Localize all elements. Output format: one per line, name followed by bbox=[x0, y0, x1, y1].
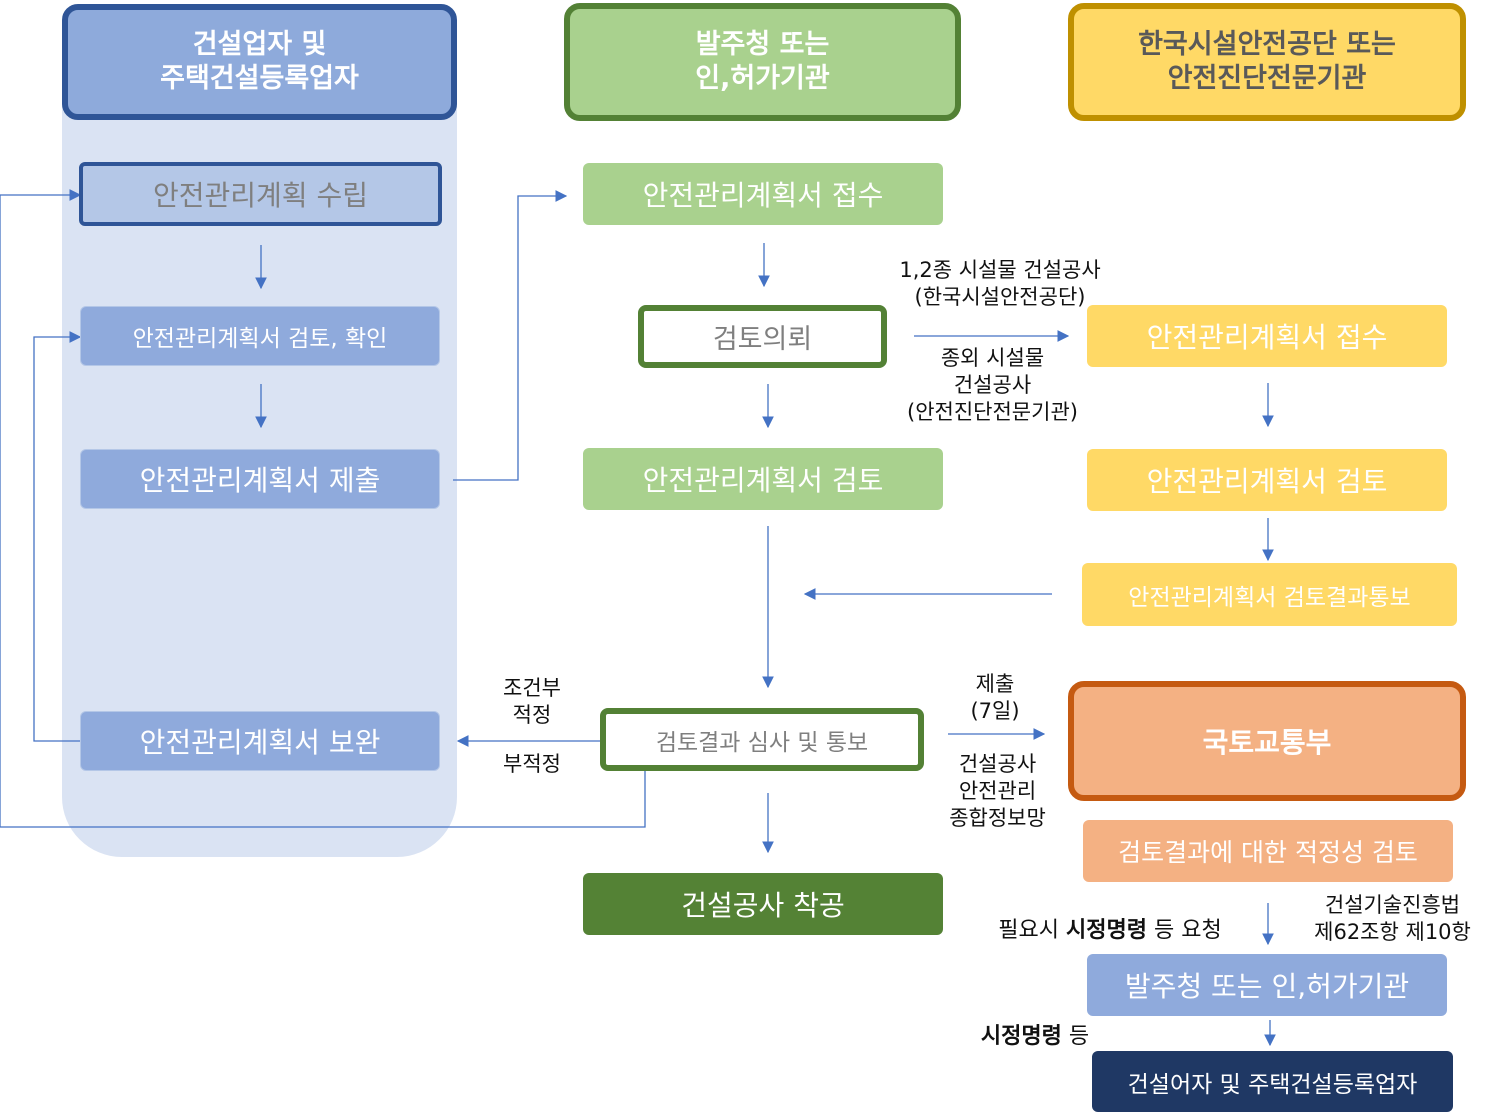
request-review-box: 검토의뢰 bbox=[638, 305, 887, 368]
header-agency-line2: 안전진단전문기관 bbox=[1167, 63, 1367, 94]
label-correction-order: 시정명령 등 bbox=[960, 1023, 1110, 1050]
construction-start-text: 건설공사 착공 bbox=[681, 889, 845, 922]
plan-text: 안전관리계획 수립 bbox=[153, 179, 368, 212]
order-client-text: 발주청 또는 인,허가기관 bbox=[1124, 970, 1410, 1003]
label-other-line2: 건설공사 bbox=[953, 373, 1032, 397]
construction-start-box: 건설공사 착공 bbox=[583, 873, 943, 935]
adequacy-review-text: 검토결과에 대한 적정성 검토 bbox=[1118, 838, 1418, 867]
label-conditional: 조건부 적정 bbox=[472, 675, 592, 729]
header-client-line2: 인,허가기관 bbox=[695, 63, 830, 94]
review-confirm-box: 안전관리계획서 검토, 확인 bbox=[80, 306, 440, 366]
label-law-line1: 건설기술진흥법 bbox=[1324, 893, 1461, 917]
adequacy-review-box: 검토결과에 대한 적정성 검토 bbox=[1083, 820, 1453, 882]
header-contractor: 건설업자 및 주택건설등록업자 bbox=[62, 4, 457, 120]
label-unsuitable: 부적정 bbox=[472, 751, 592, 778]
agency-result-text: 안전관리계획서 검토결과통보 bbox=[1128, 584, 1411, 611]
header-client-line1: 발주청 또는 bbox=[695, 29, 830, 60]
agency-receive-text: 안전관리계획서 접수 bbox=[1146, 321, 1388, 354]
client-receive-text: 안전관리계획서 접수 bbox=[642, 179, 884, 212]
label-law-line2: 제62조항 제10항 bbox=[1314, 920, 1471, 944]
agency-result-box: 안전관리계획서 검토결과통보 bbox=[1082, 563, 1457, 626]
review-confirm-text: 안전관리계획서 검토, 확인 bbox=[132, 326, 388, 352]
order-contractor-text: 건설어자 및 주택건설등록업자 bbox=[1127, 1071, 1418, 1098]
label-submit-line2: (7일) bbox=[970, 699, 1020, 723]
request-review-text: 검토의뢰 bbox=[712, 324, 813, 355]
client-review-box: 안전관리계획서 검토 bbox=[583, 448, 943, 510]
client-review-text: 안전관리계획서 검토 bbox=[642, 464, 884, 497]
supplement-text: 안전관리계획서 보완 bbox=[139, 726, 381, 759]
label-order-bold: 시정명령 bbox=[980, 1024, 1062, 1049]
label-conditional-line1: 조건부 bbox=[503, 676, 561, 700]
label-request-suffix: 등 요청 bbox=[1146, 918, 1222, 943]
agency-review-text: 안전관리계획서 검토 bbox=[1146, 465, 1388, 498]
submit-box: 안전관리계획서 제출 bbox=[80, 449, 440, 509]
label-conditional-line2: 적정 bbox=[512, 703, 552, 727]
label-law: 건설기술진흥법 제62조항 제10항 bbox=[1300, 892, 1485, 946]
agency-review-box: 안전관리계획서 검토 bbox=[1087, 449, 1447, 511]
header-client: 발주청 또는 인,허가기관 bbox=[564, 3, 961, 121]
label-type12-line1: 1,2종 시설물 건설공사 bbox=[899, 258, 1101, 282]
label-type12: 1,2종 시설물 건설공사 (한국시설안전공단) bbox=[860, 257, 1140, 311]
label-submit-7days: 제출 (7일) bbox=[940, 671, 1050, 725]
label-other: 종외 시설물 건설공사 (안전진단전문기관) bbox=[880, 345, 1105, 426]
header-contractor-line1: 건설업자 및 bbox=[192, 29, 327, 60]
order-client-box: 발주청 또는 인,허가기관 bbox=[1087, 954, 1447, 1016]
label-other-line1: 종외 시설물 bbox=[940, 346, 1045, 370]
header-agency-line1: 한국시설안전공단 또는 bbox=[1138, 29, 1396, 60]
label-submit-line1: 제출 bbox=[975, 672, 1015, 696]
header-contractor-line2: 주택건설등록업자 bbox=[160, 63, 359, 94]
label-network-line1: 건설공사 bbox=[958, 752, 1037, 776]
label-request-order: 필요시 시정명령 등 요청 bbox=[965, 917, 1255, 944]
label-unsuitable-text: 부적정 bbox=[503, 752, 561, 776]
label-type12-line2: (한국시설안전공단) bbox=[914, 285, 1086, 309]
order-contractor-box: 건설어자 및 주택건설등록업자 bbox=[1092, 1051, 1453, 1112]
ministry-box: 국토교통부 bbox=[1068, 681, 1466, 801]
supplement-box: 안전관리계획서 보완 bbox=[80, 711, 440, 771]
label-network-line2: 안전관리 bbox=[958, 779, 1037, 803]
client-receive-box: 안전관리계획서 접수 bbox=[583, 163, 943, 225]
agency-receive-box: 안전관리계획서 접수 bbox=[1087, 305, 1447, 367]
submit-text: 안전관리계획서 제출 bbox=[139, 464, 381, 497]
label-network-line3: 종합정보망 bbox=[949, 806, 1046, 830]
result-notice-text: 검토결과 심사 및 통보 bbox=[655, 729, 869, 756]
plan-box: 안전관리계획 수립 bbox=[79, 162, 442, 226]
label-request-bold: 시정명령 bbox=[1066, 918, 1147, 943]
result-notice-box: 검토결과 심사 및 통보 bbox=[600, 708, 924, 771]
label-safety-network: 건설공사 안전관리 종합정보망 bbox=[925, 751, 1070, 832]
label-request-prefix: 필요시 bbox=[998, 918, 1067, 943]
ministry-text: 국토교통부 bbox=[1202, 726, 1332, 759]
label-order-suffix: 등 bbox=[1061, 1024, 1090, 1049]
label-other-line3: (안전진단전문기관) bbox=[907, 400, 1078, 424]
header-agency: 한국시설안전공단 또는 안전진단전문기관 bbox=[1068, 3, 1466, 121]
